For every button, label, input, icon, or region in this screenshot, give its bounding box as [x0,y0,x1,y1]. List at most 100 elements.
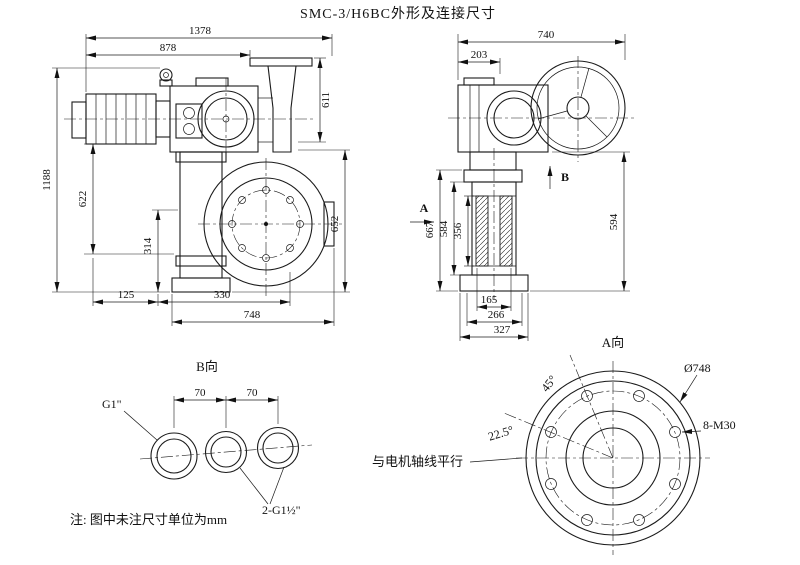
top-flange-plate [249,57,313,67]
parallel-note-label: 与电机轴线平行 [372,454,463,469]
section-arrow-a: A [410,201,434,225]
pipe-port-3 [256,426,300,470]
bottom-flange [459,274,529,292]
dim-327-label: 327 [494,324,511,336]
bolt-8m30-label: 8-M30 [703,418,736,432]
handwheel-hub [566,96,590,120]
section-hatch-left [475,195,489,267]
thread-label-g1: G1" [102,397,122,411]
lifting-eye [159,68,173,87]
gear-housing-outer [203,161,329,287]
dim-327: 327 [459,293,529,341]
side-view: A B [410,56,634,300]
dim-70-2-label: 70 [247,387,259,399]
dim-165-label: 165 [481,294,498,306]
control-box [169,77,259,153]
bolt-callout: 8-M30 [681,418,736,434]
handwheel-rim [530,60,626,156]
motor-ribs [95,94,147,144]
dim-652-label: 652 [329,216,341,233]
dim-878-label: 878 [160,42,177,54]
dim-622-label: 622 [77,191,89,208]
dim-70-1-label: 70 [195,387,207,399]
dim-330-label: 330 [214,289,231,301]
angle-45-label: 45° [538,372,559,394]
thread-callout-2g15: 2-G1½" [239,466,301,517]
section-arrow-b: B [547,166,569,189]
drawing-title: SMC-3/H6BC外形及连接尺寸 [300,5,496,22]
flange-bolt-holes [545,390,681,526]
dim-1378: 1378 [85,25,333,92]
dim-667: 667 [424,169,462,292]
indicator-panel [175,103,203,139]
handwheel-front [197,90,255,148]
support-column [171,151,231,293]
dim-1188-label: 1188 [41,169,53,191]
gear-housing [203,161,335,287]
dim-70-pair: 70 70 [173,387,279,428]
front-view [64,57,344,298]
section-label-b: B [561,170,569,184]
dim-748: 748 [171,248,335,326]
flange-centerlines [503,354,710,555]
dim-330: 330 [158,272,291,306]
upper-flange [463,169,523,183]
indicator-dial [183,107,195,119]
valve-pad [323,201,335,247]
dim-652: 652 [232,149,350,293]
view-b: B向 70 70 G1" 2-G1½ [102,359,313,517]
diameter-callout: Ø748 [679,361,711,403]
dim-611: 611 [298,57,332,143]
dim-748-label: 748 [244,309,261,321]
dim-1378-label: 1378 [189,25,212,37]
terminal-cover [195,77,229,87]
dim-740: 740 [457,29,626,80]
parallel-note: 与电机轴线平行 [372,454,523,469]
side-stem-section [459,151,529,292]
view-a-title: A向 [602,335,624,350]
diameter-748-label: Ø748 [684,361,711,375]
dim-878: 878 [86,42,251,58]
section-label-a: A [420,201,429,215]
thread-label-2g15: 2-G1½" [262,503,301,517]
indicator-dial [183,123,195,135]
bolt-circle [231,189,301,259]
dim-594-label: 594 [608,213,620,230]
dim-594: 594 [530,151,630,292]
dim-203: 203 [458,49,501,74]
front-dimensions: 1378 878 611 1188 622 [41,25,350,326]
dim-584: 584 [438,181,470,276]
view-a: A向 45° 22.5° Ø748 [372,335,736,555]
gear-housing-bolt-holes [228,186,304,262]
dim-165: 165 [476,268,512,311]
handwheel-side [530,60,626,156]
angle-225-label: 22.5° [486,423,515,444]
pipe-port-2 [204,430,248,474]
dim-125: 125 [92,258,159,306]
flange-bolt-circle [545,390,681,526]
dim-740-label: 740 [538,29,555,41]
dim-611-label: 611 [320,92,332,108]
dim-667-label: 667 [424,221,436,238]
thread-callout-g1: G1" [102,397,158,441]
dim-314-label: 314 [142,237,154,254]
section-hatch-right [499,195,513,267]
dim-356-label: 356 [452,222,464,239]
side-dimensions: 740 203 594 667 584 35 [424,29,630,341]
dim-266: 266 [466,293,523,326]
base-plate [171,277,231,293]
flange-circles [525,370,701,546]
pipe-port-1 [150,432,198,480]
dim-584-label: 584 [438,220,450,237]
dim-314: 314 [142,209,178,292]
dim-1188: 1188 [41,67,170,293]
dim-266-label: 266 [488,309,505,321]
dim-203-label: 203 [471,49,488,61]
dim-622: 622 [77,143,174,255]
view-b-title: B向 [196,359,218,374]
motor-end-cap [71,101,87,139]
drawing-note: 注: 图中未注尺寸单位为mm [70,512,227,527]
mounting-bracket [249,57,313,153]
